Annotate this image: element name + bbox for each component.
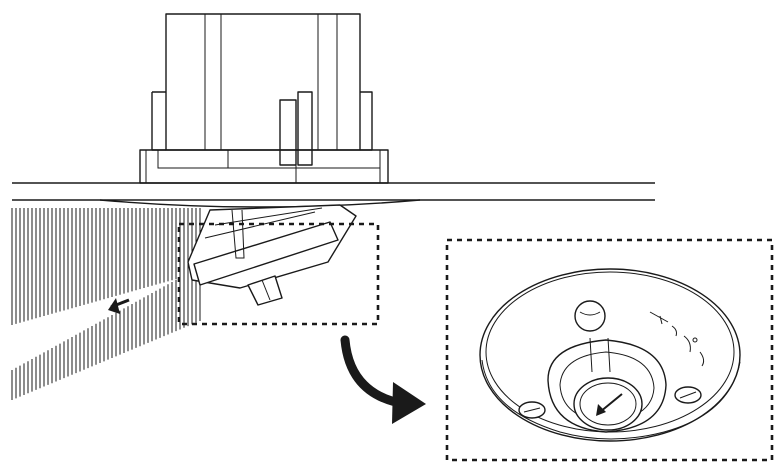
ceiling-cavity-shading <box>11 208 201 325</box>
curved-arrow-icon <box>340 335 426 424</box>
callout-box-detail <box>445 238 774 462</box>
arrow-icon <box>596 393 623 416</box>
screw-top <box>574 300 606 332</box>
ceiling-panel <box>12 182 655 201</box>
logo-mark <box>649 311 705 367</box>
back-box <box>139 13 389 184</box>
screw-right <box>674 386 702 404</box>
left-arrow-icon <box>108 298 130 314</box>
camera-detail <box>479 268 741 442</box>
screw-left <box>518 401 546 419</box>
trim-ring <box>99 199 421 208</box>
tilted-camera <box>187 204 357 306</box>
